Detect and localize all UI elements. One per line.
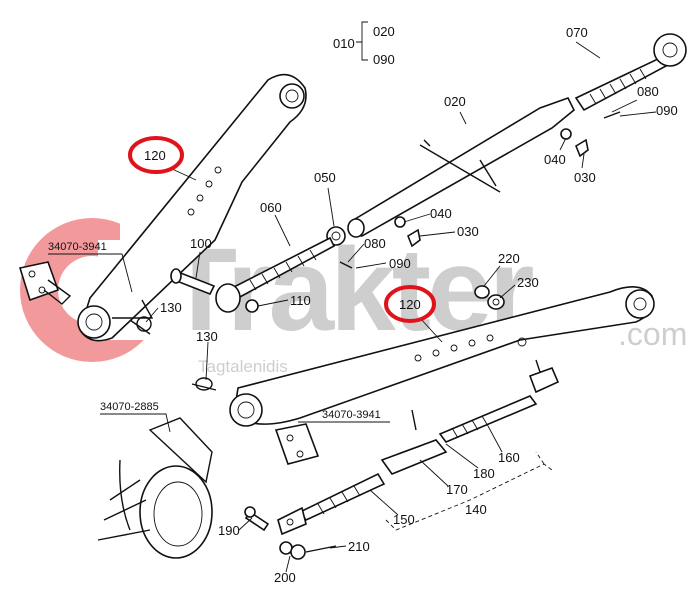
label-050: 050	[314, 170, 336, 185]
leader-lines	[48, 21, 657, 573]
label-110: 110	[290, 293, 311, 308]
label-030-top: 030	[574, 170, 596, 185]
label-ref-34070-3941-left: 34070-3941	[48, 241, 107, 253]
label-200: 200	[274, 570, 296, 585]
label-150: 150	[393, 512, 415, 527]
label-030-mid: 030	[457, 224, 479, 239]
label-080-top: 080	[637, 84, 659, 99]
label-210: 210	[348, 539, 370, 554]
label-190: 190	[218, 523, 240, 538]
label-010: 010	[333, 36, 355, 51]
label-020-bracket: 020	[373, 24, 395, 39]
label-090-mid: 090	[389, 256, 411, 271]
stabilizer-assembly	[277, 359, 560, 536]
label-040-top: 040	[544, 152, 566, 167]
label-230: 230	[517, 275, 539, 290]
pin-100	[170, 268, 216, 296]
label-220: 220	[498, 251, 520, 266]
lift-rod-060	[215, 236, 353, 313]
highlight-120-lower: 120	[384, 285, 436, 323]
watermark-tagline: Tagtalenidis	[198, 357, 288, 376]
label-180: 180	[473, 466, 495, 481]
label-070: 070	[566, 25, 588, 40]
group-140-bracket	[385, 451, 553, 531]
label-090-top: 090	[656, 103, 678, 118]
label-080-mid: 080	[364, 236, 386, 251]
label-090-bracket: 090	[373, 52, 395, 67]
label-170: 170	[446, 482, 468, 497]
top-link-hardware	[326, 111, 621, 248]
label-140: 140	[465, 502, 487, 517]
label-160: 160	[498, 450, 520, 465]
right-lower-link-arm	[229, 286, 655, 427]
threaded-rod-070	[574, 33, 687, 112]
label-130-lower: 130	[196, 329, 218, 344]
tractor-rear-housing	[97, 417, 213, 559]
label-100: 100	[190, 236, 212, 251]
label-130-upper: 130	[160, 300, 182, 315]
right-mounting-bracket	[274, 423, 320, 465]
left-mounting-bracket	[18, 261, 72, 305]
label-060: 060	[260, 200, 282, 215]
lynch-pin-130-lower	[191, 377, 217, 391]
label-020: 020	[444, 94, 466, 109]
label-120-lower: 120	[399, 297, 421, 312]
left-lower-link-arm	[77, 73, 307, 342]
part-labels: 010 020 090 070 020 080 090 040 030 120 …	[48, 24, 678, 585]
nut-220-washer-230	[474, 285, 505, 310]
label-040-mid: 040	[430, 206, 452, 221]
lynch-pin-130-upper	[129, 316, 152, 335]
label-ref-34070-2885: 34070-2885	[100, 401, 159, 413]
pin-190-washer-200-clip-210	[244, 506, 337, 560]
top-link-assembly	[347, 33, 687, 238]
highlight-120-upper: 120	[128, 136, 184, 174]
label-ref-34070-3941-right: 34070-3941	[322, 409, 381, 421]
label-120-upper: 120	[144, 148, 166, 163]
